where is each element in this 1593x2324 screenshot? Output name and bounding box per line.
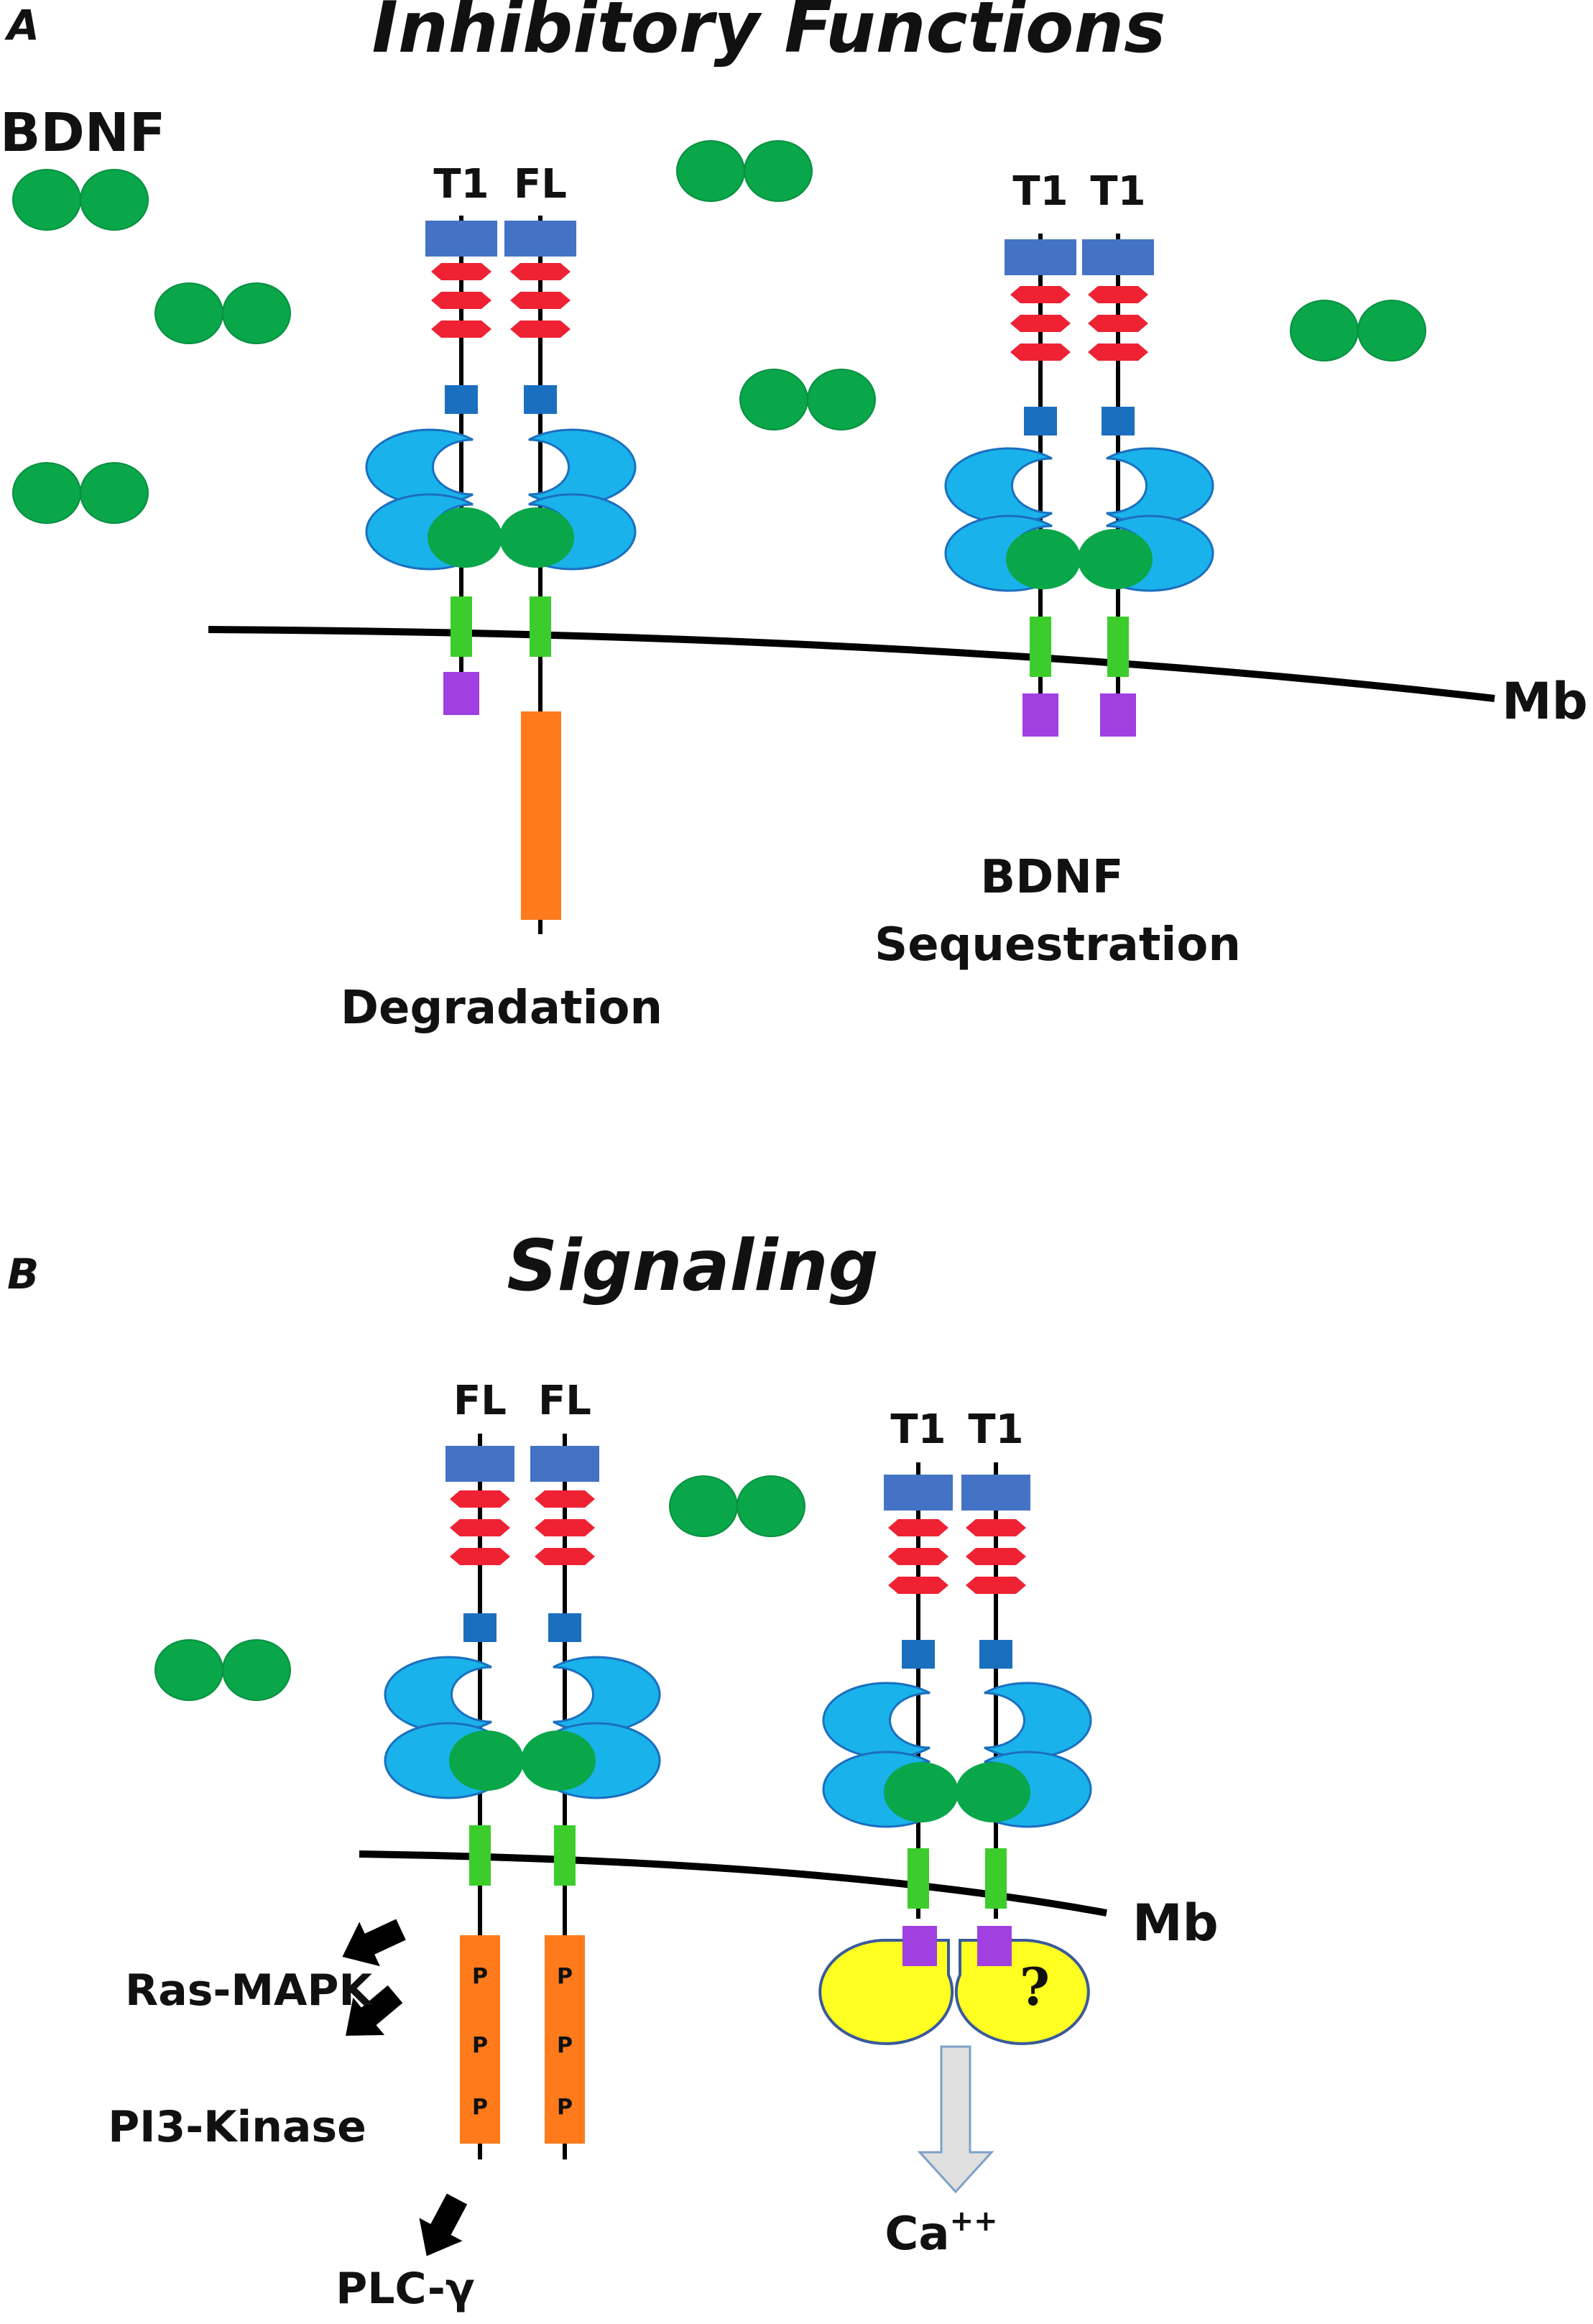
bdnf-legend-label: BDNF <box>0 102 165 164</box>
receptor-label: T1 <box>968 1406 1023 1453</box>
phospho-site: P <box>472 2033 488 2058</box>
receptor-label: T1 <box>433 161 489 208</box>
receptor-label: FL <box>538 1378 591 1424</box>
bound-bdnf-dimer <box>428 507 574 568</box>
pathway-arrow <box>342 1919 406 1967</box>
bound-bdnf-dimer <box>449 1730 596 1791</box>
pathway-pi3-kinase: PI3-Kinase <box>108 2102 366 2152</box>
panel-a-letter: A <box>4 1 40 50</box>
bdnf-dimer <box>676 140 813 202</box>
receptor-label: FL <box>514 161 567 208</box>
panel-b: B Signaling Mb FL FL <box>7 1225 1219 2314</box>
trkb-t1-receptor <box>1082 234 1214 737</box>
trkb-t1-receptor <box>822 1462 953 1919</box>
membrane-label-b: Mb <box>1132 1894 1219 1952</box>
free-bdnf-dimers <box>12 140 1426 524</box>
receptor-label: T1 <box>1090 168 1145 215</box>
receptor-label: FL <box>453 1378 507 1424</box>
sequestration-caption-line-1: BDNF <box>980 851 1123 904</box>
receptor-label: T1 <box>1012 168 1068 215</box>
phospho-site: P <box>557 1964 573 1989</box>
panel-a-title: Inhibitory Functions <box>372 0 1166 69</box>
trkb-t1-receptor <box>961 1462 1092 1919</box>
trkb-fl-receptor: P P P <box>530 1434 661 2159</box>
receptor-pair-t1-fl: T1 FL <box>341 161 662 1035</box>
bound-bdnf-dimer <box>884 1762 1030 1822</box>
panel-a: A Inhibitory Functions BDNF <box>0 0 1588 1035</box>
pathway-arrow <box>346 1985 403 2036</box>
bdnf-dimer <box>1290 300 1426 361</box>
calcium-arrow <box>917 2045 994 2194</box>
trkb-t1-receptor <box>944 234 1076 737</box>
receptor-pair-t1-t1-signaling: T1 T1 <box>818 1406 1092 2261</box>
receptor-label: T1 <box>890 1406 946 1453</box>
bdnf-dimer <box>739 369 876 430</box>
pathway-plc-gamma: PLC-γ <box>336 2264 474 2314</box>
bdnf-dimer <box>669 1475 805 1537</box>
pathway-ras-mapk: Ras-MAPK <box>125 1965 374 2016</box>
membrane-b <box>359 1850 1107 1917</box>
bdnf-dimer <box>12 462 149 524</box>
membrane-a <box>208 626 1495 702</box>
phospho-site: P <box>472 2095 488 2120</box>
unknown-partner-mark: ? <box>1020 1956 1050 2017</box>
phospho-site: P <box>557 2033 573 2058</box>
bdnf-dimer <box>154 1639 291 1701</box>
bdnf-dimer <box>154 282 291 344</box>
phospho-site: P <box>472 1964 488 1989</box>
receptor-pair-t1-t1: T1 T1 <box>874 168 1241 972</box>
membrane-label-a: Mb <box>1502 672 1588 731</box>
trkb-fl-receptor: P P P <box>384 1434 514 2159</box>
panel-b-title: Signaling <box>507 1225 878 1307</box>
degradation-caption: Degradation <box>341 982 662 1035</box>
bound-bdnf-dimer <box>1006 529 1153 589</box>
trkb-fl-receptor <box>504 216 637 934</box>
pathway-arrow <box>419 2193 468 2256</box>
sequestration-caption-line-2: Sequestration <box>874 918 1241 972</box>
receptor-pair-fl-fl: FL FL P P P <box>108 1378 661 2314</box>
bdnf-dimer <box>12 169 149 231</box>
calcium-label: Ca++ <box>885 2205 997 2261</box>
phospho-site: P <box>557 2095 573 2120</box>
trkb-t1-receptor <box>365 216 497 715</box>
unknown-partner-right: ? <box>954 1939 1090 2045</box>
panel-b-letter: B <box>7 1250 39 1299</box>
